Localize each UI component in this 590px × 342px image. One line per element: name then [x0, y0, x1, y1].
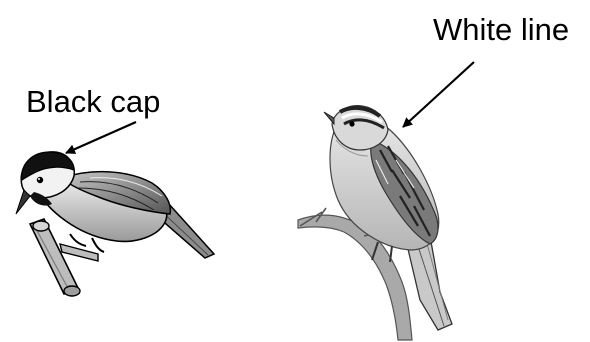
chickadee-bird-icon [16, 152, 214, 296]
white-line-arrow [403, 62, 474, 127]
black-cap-arrow [66, 122, 136, 153]
sparrow-bird-icon [298, 106, 452, 340]
